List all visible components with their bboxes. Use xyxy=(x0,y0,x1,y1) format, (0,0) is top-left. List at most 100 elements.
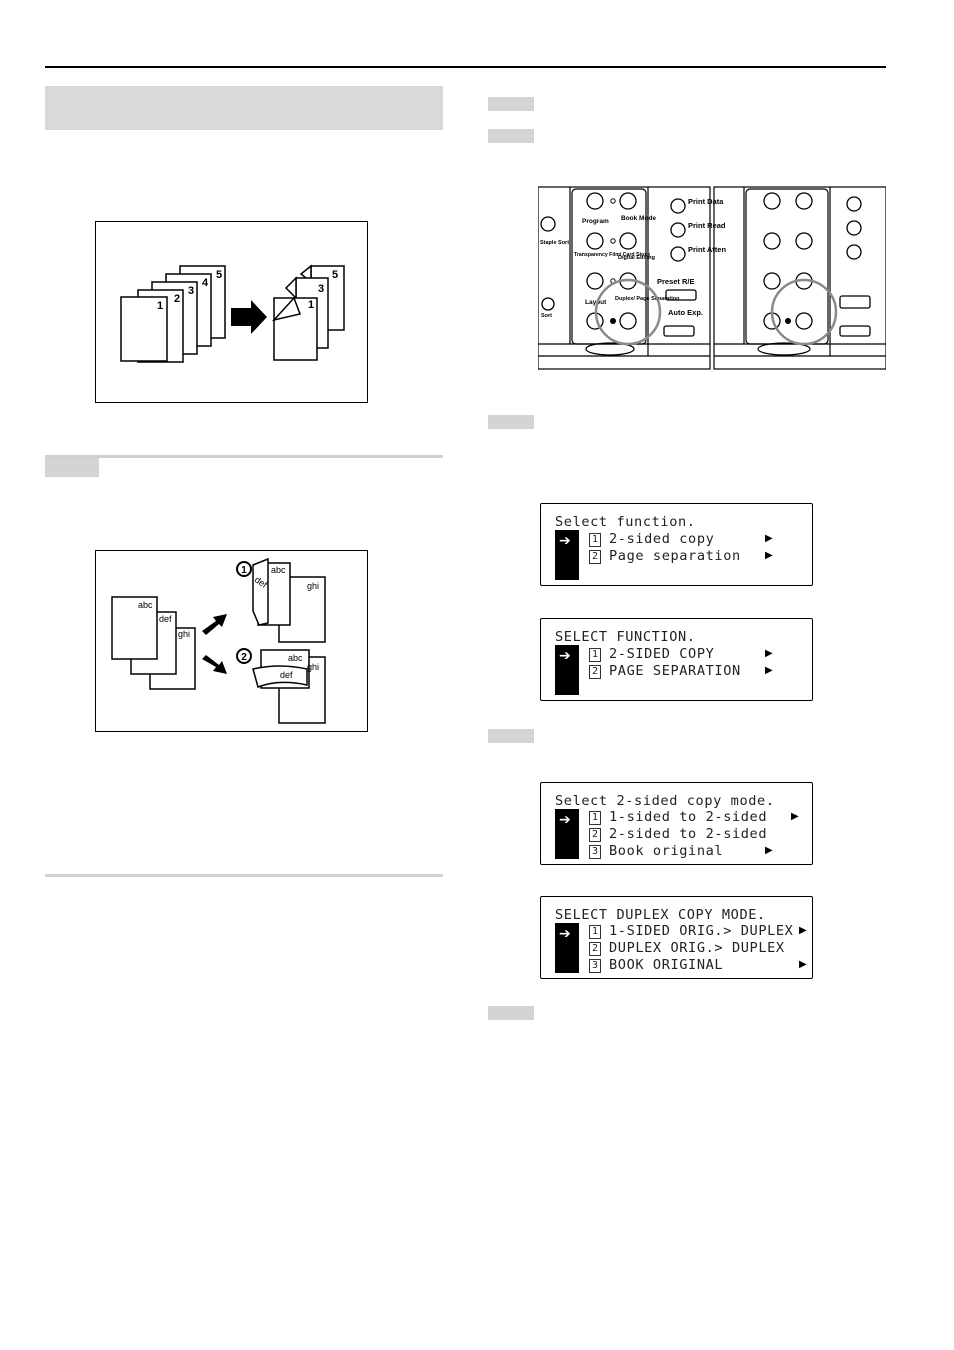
figure-page-separation: abc def ghi abc ghi def abc def ghi xyxy=(95,550,368,732)
page-label-3: 3 xyxy=(188,285,194,297)
page-label-1: 1 xyxy=(157,300,163,312)
duplex-stack-illustration: 5 4 3 2 1 5 3 1 xyxy=(120,264,345,363)
option-number: 1 xyxy=(589,533,601,547)
lcd-cursor: ➔ xyxy=(555,530,579,580)
right-arrow-icon: ➔ xyxy=(559,533,571,549)
result-label-5: 5 xyxy=(332,269,338,281)
option-label: Book original xyxy=(609,843,724,859)
option-number: 3 xyxy=(589,845,601,859)
duplex-indicator xyxy=(785,318,791,324)
section-title-band xyxy=(45,86,443,130)
svg-text:2: 2 xyxy=(241,652,247,663)
panel-left-frame xyxy=(537,186,711,370)
panel-label-sort: Sort xyxy=(541,313,552,319)
original-label-def: def xyxy=(159,614,172,624)
step-tab-4 xyxy=(488,729,534,743)
step-tab-5 xyxy=(488,1006,534,1020)
step-tab-2 xyxy=(488,129,534,143)
lcd-cursor: ➔ xyxy=(555,923,579,973)
lcd-option-2[interactable]: 2 DUPLEX ORIG.> DUPLEX xyxy=(589,940,785,956)
lcd-screen-function: Select function. ➔ 1 2-sided copy 2 Page s… xyxy=(540,503,813,586)
lcd-option-3[interactable]: 3 BOOK ORIGINAL xyxy=(589,957,723,973)
lcd-option-3[interactable]: 3 Book original xyxy=(589,843,723,859)
panel-label-preset-re: Preset R/E xyxy=(657,277,695,286)
panel-label-print-data: Print Data xyxy=(688,197,724,206)
option-number: 1 xyxy=(589,925,601,939)
option-label: 1-sided to 2-sided xyxy=(609,809,768,825)
option-number: 2 xyxy=(589,828,601,842)
lcd-option-1[interactable]: 1 2-sided copy xyxy=(589,531,714,547)
result2-label-ghi: ghi xyxy=(307,662,319,672)
right-triangle-icon: ▶ xyxy=(765,648,773,659)
option-label: DUPLEX ORIG.> DUPLEX xyxy=(609,940,785,956)
panel-label-duplex: Duplex/ Page Separation xyxy=(615,296,680,302)
right-triangle-icon: ▶ xyxy=(765,845,773,856)
right-triangle-icon: ▶ xyxy=(791,811,799,822)
result1-label-ghi: ghi xyxy=(307,581,319,591)
right-arrow-icon: ➔ xyxy=(559,812,571,828)
lcd-title: Select 2-sided copy mode. xyxy=(555,793,775,809)
control-panel-illustration: Program Book Mode Transparency Film/ Car… xyxy=(537,186,887,370)
lcd-title: SELECT DUPLEX COPY MODE. xyxy=(555,907,766,923)
right-triangle-icon: ▶ xyxy=(799,959,807,970)
control-panel-figure: Program Book Mode Transparency Film/ Car… xyxy=(537,186,887,370)
panel-label-print-atten: Print Atten xyxy=(688,245,726,254)
lcd-option-2[interactable]: 2 2-sided to 2-sided xyxy=(589,826,767,842)
note-tab xyxy=(45,458,99,477)
option-number: 2 xyxy=(589,942,601,956)
option-label: PAGE SEPARATION xyxy=(609,663,741,679)
step-tab-3 xyxy=(488,415,534,429)
page-label-4: 4 xyxy=(202,277,209,289)
svg-text:1: 1 xyxy=(241,565,247,576)
lcd-screen-duplex-mode-upper: SELECT DUPLEX COPY MODE. ➔ 1 1-SIDED ORIG… xyxy=(540,896,813,979)
callout-2-icon: 2 xyxy=(236,648,252,664)
option-number: 2 xyxy=(589,550,601,564)
option-number: 3 xyxy=(589,959,601,973)
layout-indicator xyxy=(610,318,616,324)
panel-label-print-read: Print Read xyxy=(688,221,726,230)
figure-duplex-stack: 5 4 3 2 1 5 3 1 xyxy=(95,221,368,403)
right-triangle-icon: ▶ xyxy=(765,665,773,676)
option-label: 2-sided to 2-sided xyxy=(609,826,768,842)
panel-label-digital-editing: Digital Editing xyxy=(618,255,655,261)
original-label-ghi: ghi xyxy=(178,629,190,639)
result2-label-def: def xyxy=(280,670,293,680)
page-label-5: 5 xyxy=(216,269,222,281)
lcd-title: Select function. xyxy=(555,514,696,530)
highlight-circle-right xyxy=(770,278,838,346)
panel-label-layout: Layout xyxy=(585,299,607,306)
right-arrow-icon: ➔ xyxy=(559,648,571,664)
option-label: 2-sided copy xyxy=(609,531,715,547)
lcd-cursor: ➔ xyxy=(555,645,579,695)
lcd-option-2[interactable]: 2 Page separation xyxy=(589,548,741,564)
page-separation-illustration: abc def ghi abc ghi def abc def ghi xyxy=(111,557,326,724)
right-arrow-icon: ➔ xyxy=(559,926,571,942)
panel-label-staple-sort: Staple Sort xyxy=(540,240,569,246)
callout-1-icon: 1 xyxy=(236,561,252,577)
top-rule xyxy=(45,66,886,68)
right-triangle-icon: ▶ xyxy=(765,550,773,561)
result2-label-abc: abc xyxy=(288,653,303,663)
option-label: 1-SIDED ORIG.> DUPLEX xyxy=(609,923,794,939)
lcd-option-1[interactable]: 1 1-SIDED ORIG.> DUPLEX xyxy=(589,923,793,939)
right-triangle-icon: ▶ xyxy=(765,533,773,544)
panel-label-program: Program xyxy=(582,218,609,225)
source-page-1 xyxy=(120,296,168,362)
option-label: Page separation xyxy=(609,548,741,564)
right-arrow-icon xyxy=(231,300,267,334)
highlight-circle-left xyxy=(594,278,662,346)
result1-def xyxy=(252,557,269,626)
right-triangle-icon: ▶ xyxy=(799,925,807,936)
lcd-title: SELECT FUNCTION. xyxy=(555,629,696,645)
step-tab-1 xyxy=(488,97,534,111)
panel-label-book-mode: Book Mode xyxy=(621,215,656,222)
section-divider-2 xyxy=(45,874,443,877)
panel-label-auto-exp: Auto Exp. xyxy=(668,308,703,317)
option-label: BOOK ORIGINAL xyxy=(609,957,724,973)
result2-def xyxy=(252,665,308,688)
